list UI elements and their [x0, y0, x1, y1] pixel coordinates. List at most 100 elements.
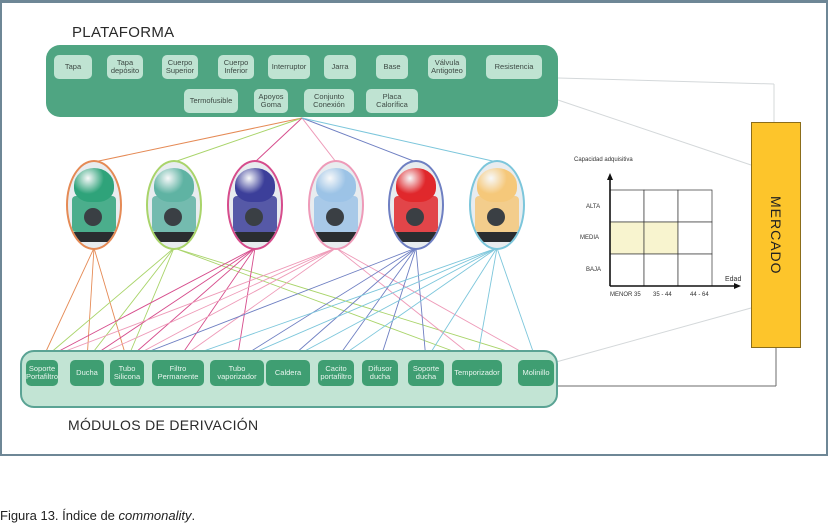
grid-cell-media-44-64 [677, 221, 713, 255]
module-item-molinillo: Molinillo [518, 360, 554, 386]
platform-to-product-line [173, 117, 303, 163]
product-to-module-line [236, 247, 417, 361]
platform-to-product-line [301, 117, 498, 163]
base-shape [312, 232, 362, 242]
platform-item-valvula-antigoteo: Válvula Antigoteo [428, 55, 466, 79]
platform-item-placa-calorifica: Placa Calorífica [366, 89, 418, 113]
platform-item-cuerpo-inferior: Cuerpo Inferior [218, 55, 254, 79]
product-to-module-line [41, 247, 175, 361]
platform-to-market-line [557, 77, 775, 85]
product-to-module-line [177, 247, 337, 361]
product-to-module-line [287, 247, 417, 361]
base-shape [473, 232, 523, 242]
col-label-0: MENOR 35 [610, 292, 641, 298]
product-to-module-line [86, 247, 256, 361]
product-to-module-line [236, 247, 498, 361]
row-label-alta: ALTA [586, 204, 601, 210]
base-shape [150, 232, 200, 242]
cup-shape [406, 208, 424, 226]
grid-cell-baja-44-64 [677, 253, 713, 287]
grid-cell-baja-35-44 [643, 253, 679, 287]
base-shape [392, 232, 442, 242]
caption-suffix: . [191, 508, 196, 523]
module-item-cacito-portafiltro: Cacito portafiltro [318, 360, 354, 386]
module-item-caldera: Caldera [266, 360, 310, 386]
caption-emphasis: commonality [118, 508, 192, 523]
product-to-module-line [177, 247, 256, 361]
module-item-temporizador: Temporizador [452, 360, 502, 386]
product-to-module-line [496, 247, 537, 361]
modules-to-market-line [555, 307, 752, 363]
module-item-soporte-ducha: Soporte ducha [408, 360, 444, 386]
platform-item-termofusible: Termofusible [184, 89, 238, 113]
grid-cell-media-menor-35 [609, 221, 645, 255]
product-to-module-line [335, 247, 417, 361]
product-to-module-line [177, 247, 498, 361]
grid-cell-alta-menor-35 [609, 189, 645, 223]
market-box: MERCADO [751, 122, 801, 348]
product-to-module-line [126, 247, 256, 361]
product-to-module-line [335, 247, 537, 361]
product-teal-coffee-maker [146, 160, 202, 250]
base-shape [70, 232, 120, 242]
platform-item-tapa-deposito: Tapa depósito [107, 55, 143, 79]
platform-title: PLATAFORMA [72, 24, 175, 41]
market-label: MERCADO [768, 195, 784, 275]
cup-shape [326, 208, 344, 226]
product-to-module-line [41, 247, 95, 361]
module-item-filtro-permanente: Filtro Permanente [152, 360, 204, 386]
cup-shape [245, 208, 263, 226]
platform-item-base: Base [376, 55, 408, 79]
product-to-module-line [173, 247, 537, 361]
base-shape [231, 232, 281, 242]
platform-item-interruptor: Interruptor [268, 55, 310, 79]
x-axis-label: Edad [725, 276, 742, 283]
product-to-module-line [93, 247, 128, 361]
col-label-1: 35 - 44 [653, 292, 672, 298]
platform-to-product-line [301, 117, 337, 163]
caption-prefix: Figura 13. Índice de [0, 508, 119, 523]
product-to-module-line [126, 247, 337, 361]
platform-item-cuerpo-superior: Cuerpo Superior [162, 55, 198, 79]
module-item-tubo-silicona: Tubo Silicona [110, 360, 144, 386]
product-to-module-line [41, 247, 256, 361]
platform-item-resistencia: Resistencia [486, 55, 542, 79]
cup-shape [84, 208, 102, 226]
y-axis-label: Capacidad adquisitiva [574, 157, 633, 163]
product-to-module-line [126, 247, 175, 361]
platform-to-market-line [557, 99, 752, 166]
grid-cell-alta-44-64 [677, 189, 713, 223]
module-item-soporte-portafiltro: Soporte Portafiltro [26, 360, 58, 386]
product-to-module-line [415, 247, 427, 361]
grid-cell-baja-menor-35 [609, 253, 645, 287]
platform-to-product-line [254, 117, 303, 163]
cup-shape [487, 208, 505, 226]
platform-item-tapa: Tapa [54, 55, 92, 79]
product-to-module-line [335, 247, 478, 361]
module-item-ducha: Ducha [70, 360, 104, 386]
module-item-tubo-vaporizador: Tubo vaporizador [210, 360, 264, 386]
product-to-module-line [476, 247, 498, 361]
platform-to-product-line [301, 117, 417, 163]
product-green-coffee-maker [66, 160, 122, 250]
product-to-module-line [287, 247, 498, 361]
module-item-difusor-ducha: Difusor ducha [362, 360, 398, 386]
product-to-module-line [173, 247, 478, 361]
platform-item-apoyos-goma: Apoyos Goma [254, 89, 288, 113]
product-to-module-line [41, 247, 337, 361]
platform-item-conjunto-conexion: Conjunto Conexión [304, 89, 354, 113]
product-to-module-line [86, 247, 337, 361]
product-light-blue-coffee-maker [308, 160, 364, 250]
product-to-module-line [379, 247, 417, 361]
product-to-module-line [86, 247, 95, 361]
product-yellow-coffee-maker [469, 160, 525, 250]
x-axis-arrow-icon [734, 283, 741, 289]
row-label-baja: BAJA [586, 267, 602, 273]
cup-shape [164, 208, 182, 226]
row-label-media: MEDIA [580, 235, 600, 241]
figure-caption: Figura 13. Índice de commonality. [0, 508, 195, 523]
product-to-module-line [335, 247, 498, 361]
product-to-module-line [236, 247, 256, 361]
